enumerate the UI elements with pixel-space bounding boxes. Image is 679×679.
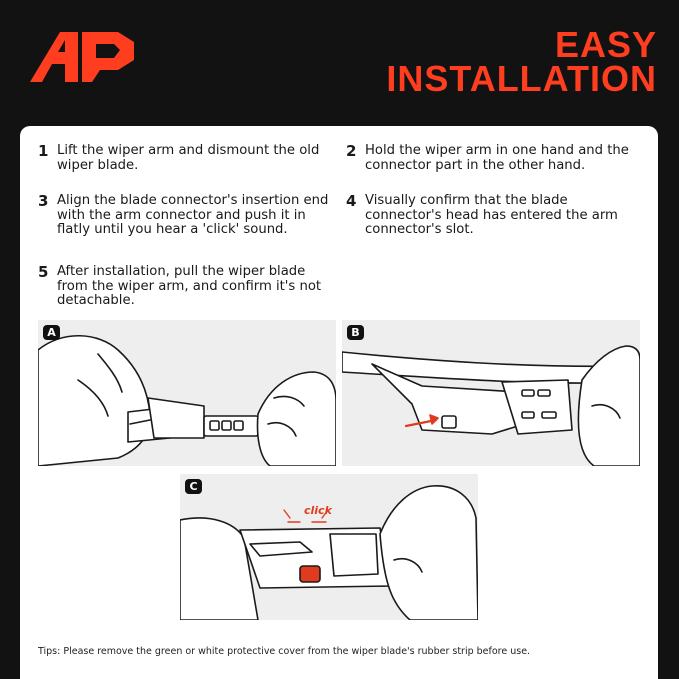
step-number: 4 bbox=[346, 192, 357, 210]
instruction-card: 1 Lift the wiper arm and dismount the ol… bbox=[20, 126, 658, 679]
click-annotation: click bbox=[304, 504, 332, 517]
step-5: 5 After installation, pull the wiper bla… bbox=[38, 263, 338, 309]
illustration-b bbox=[342, 345, 640, 466]
step-text: After installation, pull the wiper blade… bbox=[57, 264, 322, 308]
step-text: Lift the wiper arm and dismount the old … bbox=[57, 143, 320, 173]
step-number: 2 bbox=[346, 142, 357, 160]
step-text: Hold the wiper arm in one hand and the c… bbox=[365, 143, 629, 173]
step-number: 1 bbox=[38, 142, 49, 160]
illustration-a bbox=[38, 334, 336, 466]
panel-badge: B bbox=[347, 325, 364, 340]
step-text: Visually confirm that the blade connecto… bbox=[365, 193, 618, 237]
illustration-panel-b: B bbox=[342, 320, 640, 466]
step-2: 2 Hold the wiper arm in one hand and the… bbox=[346, 142, 646, 173]
illustration-panel-a: A bbox=[38, 320, 336, 466]
panel-badge: C bbox=[185, 479, 202, 494]
step-3: 3 Align the blade connector's insertion … bbox=[38, 192, 338, 238]
step-4: 4 Visually confirm that the blade connec… bbox=[346, 192, 646, 238]
title-line-2: INSTALLATION bbox=[386, 58, 657, 99]
page-title: EASY INSTALLATION bbox=[386, 24, 657, 99]
step-text: Align the blade connector's insertion en… bbox=[57, 193, 329, 237]
brand-logo bbox=[30, 32, 134, 82]
title-line-1: EASY bbox=[554, 24, 657, 65]
illustration-c bbox=[180, 485, 478, 620]
step-number: 3 bbox=[38, 192, 49, 210]
step-1: 1 Lift the wiper arm and dismount the ol… bbox=[38, 142, 338, 173]
step-number: 5 bbox=[38, 263, 49, 281]
illustration-panel-c: C click bbox=[180, 474, 478, 620]
tips-text: Tips: Please remove the green or white p… bbox=[38, 646, 531, 657]
panel-badge: A bbox=[43, 325, 60, 340]
